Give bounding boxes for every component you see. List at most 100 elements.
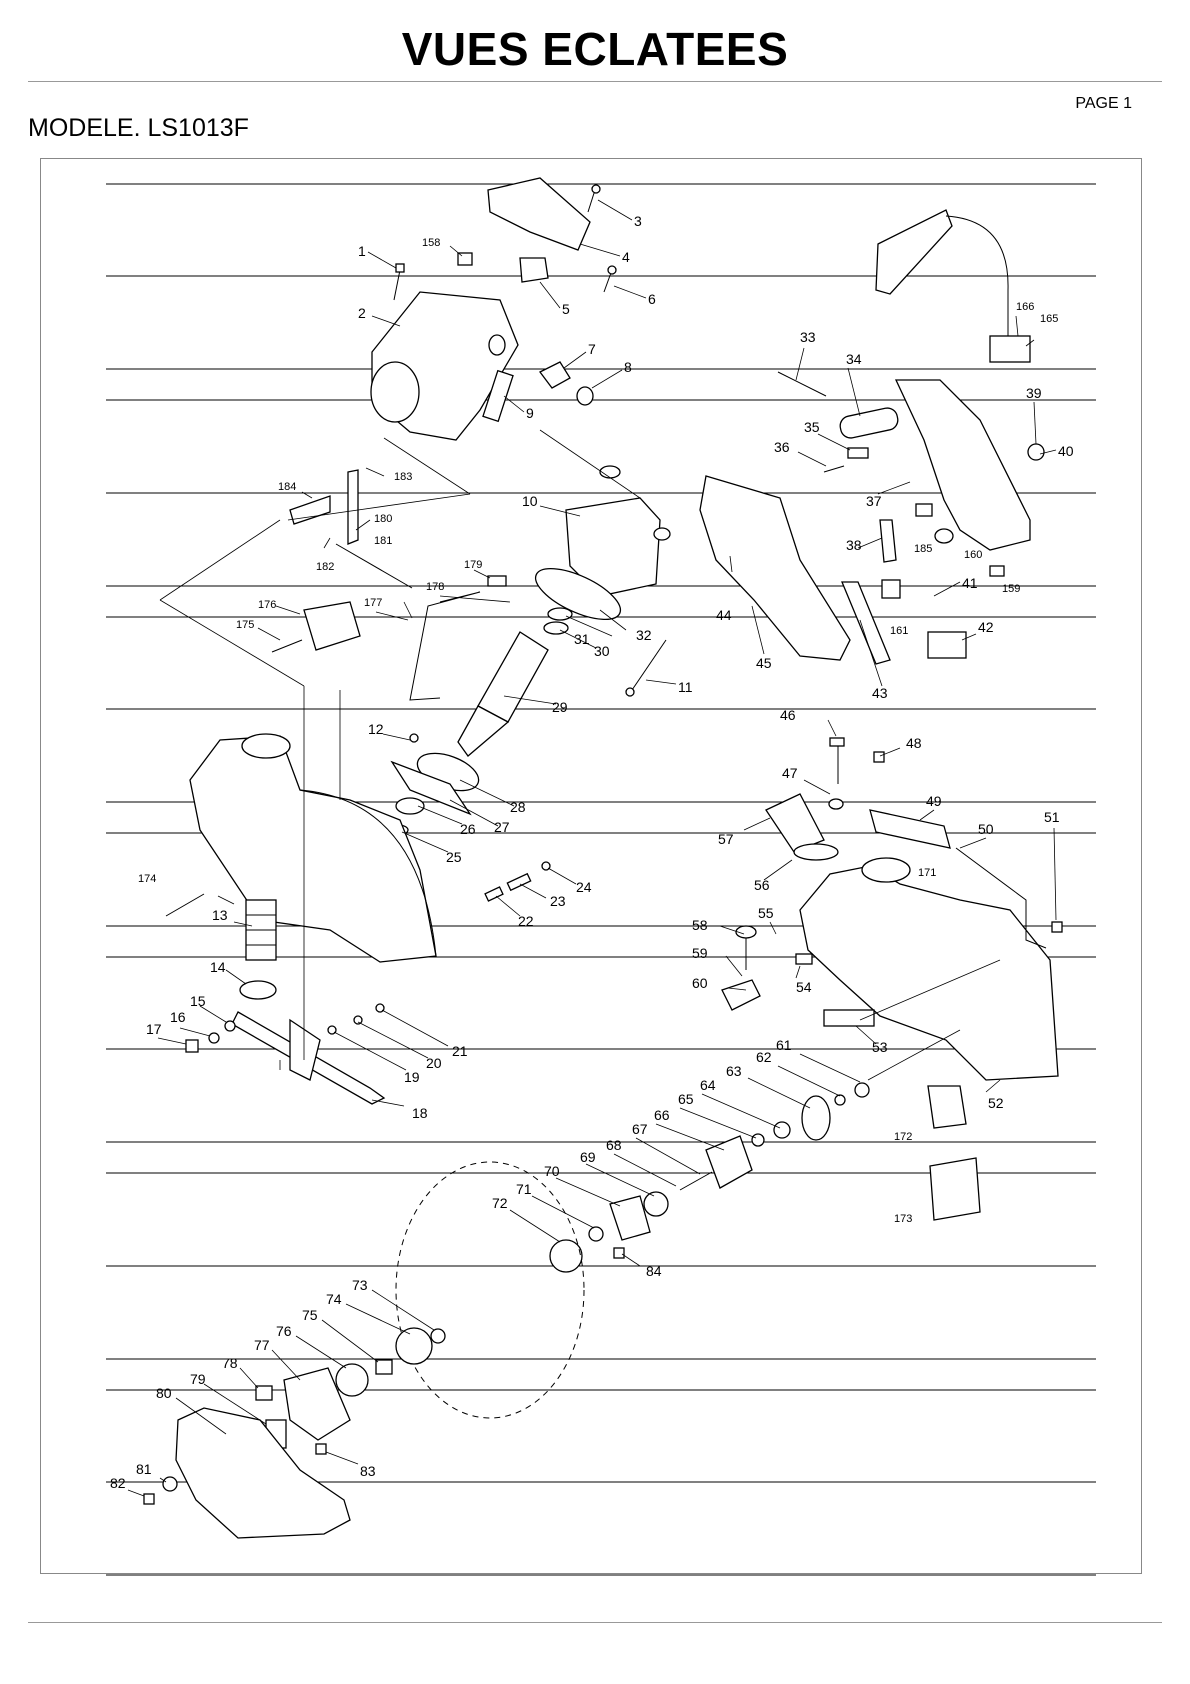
part-number: 6 [648,291,656,307]
part-number: 60 [692,975,708,991]
part-number: 38 [846,537,862,553]
part-number: 63 [726,1063,742,1079]
part-number: 180 [374,513,392,525]
part-number: 42 [978,619,994,635]
part-number: 173 [894,1213,912,1225]
part-number: 30 [594,643,610,659]
part-number: 25 [446,849,462,865]
part-number: 2 [358,305,366,321]
part-number: 181 [374,535,392,547]
part-number: 158 [422,237,440,249]
part-number: 182 [316,561,334,573]
part-number: 17 [146,1021,162,1037]
part-number: 27 [494,819,510,835]
part-number: 57 [718,831,734,847]
part-number: 28 [510,799,526,815]
part-number: 84 [646,1263,662,1279]
part-number: 46 [780,707,796,723]
part-number: 78 [222,1355,238,1371]
part-number: 10 [522,493,538,509]
part-number: 53 [872,1039,888,1055]
part-number: 21 [452,1043,468,1059]
part-number: 48 [906,735,922,751]
part-number: 12 [368,721,384,737]
part-number: 39 [1026,385,1042,401]
part-number: 69 [580,1149,596,1165]
page-number: PAGE 1 [1075,95,1132,112]
part-number: 65 [678,1091,694,1107]
part-number: 184 [278,481,296,493]
part-number: 45 [756,655,772,671]
part-number: 77 [254,1337,270,1353]
part-number: 72 [492,1195,508,1211]
part-number: 166 [1016,301,1034,313]
part-number: 176 [258,599,276,611]
part-number: 18 [412,1105,428,1121]
part-number-labels: 1 2 3 4 5 6 7 8 9 10 11 12 13 14 15 16 1… [110,213,1074,1491]
part-number: 9 [526,405,534,421]
part-number: 34 [846,351,862,367]
part-number: 79 [190,1371,206,1387]
part-number: 47 [782,765,798,781]
part-number: 68 [606,1137,622,1153]
header-divider [28,81,1162,82]
diagram-frame [40,158,1142,1574]
part-number: 159 [1002,583,1020,595]
part-number: 64 [700,1077,716,1093]
part-number: 71 [516,1181,532,1197]
part-number: 160 [964,549,982,561]
part-number: 36 [774,439,790,455]
part-number: 8 [624,359,632,375]
part-number: 1 [358,243,366,259]
model-label: MODELE. LS1013F [28,114,249,142]
part-number: 59 [692,945,708,961]
part-drawings [143,177,1063,1539]
part-number: 74 [326,1291,342,1307]
part-number: 178 [426,581,444,593]
part-number: 20 [426,1055,442,1071]
part-number: 179 [464,559,482,571]
part-number: 165 [1040,313,1058,325]
part-number: 55 [758,905,774,921]
part-number: 7 [588,341,596,357]
part-number: 62 [756,1049,772,1065]
part-number: 76 [276,1323,292,1339]
part-number: 11 [678,679,693,695]
part-number: 66 [654,1107,670,1123]
part-number: 183 [394,471,412,483]
part-number: 33 [800,329,816,345]
part-number: 14 [210,959,226,975]
part-number: 161 [890,625,908,637]
part-number: 43 [872,685,888,701]
part-number: 4 [622,249,630,265]
part-number: 3 [634,213,642,229]
part-number: 70 [544,1163,560,1179]
part-number: 41 [962,575,978,591]
part-number: 26 [460,821,476,837]
part-number: 177 [364,597,382,609]
part-number: 185 [914,543,932,555]
part-number: 32 [636,627,652,643]
part-number: 80 [156,1385,172,1401]
part-number: 31 [574,631,590,647]
part-number: 19 [404,1069,420,1085]
part-number: 82 [110,1475,126,1491]
part-number: 75 [302,1307,318,1323]
page-title: VUES ECLATEES [401,23,789,75]
part-number: 61 [776,1037,792,1053]
part-number: 174 [138,873,156,885]
part-number: 15 [190,993,206,1009]
part-number: 172 [894,1131,912,1143]
part-number: 23 [550,893,566,909]
part-number: 29 [552,699,568,715]
part-number: 81 [136,1461,152,1477]
part-number: 50 [978,821,994,837]
part-number: 54 [796,979,812,995]
part-number: 51 [1044,809,1060,825]
part-number: 58 [692,917,708,933]
part-number: 37 [866,493,882,509]
leader-lines [127,199,1057,1497]
part-number: 5 [562,301,570,317]
part-number: 83 [360,1463,376,1479]
